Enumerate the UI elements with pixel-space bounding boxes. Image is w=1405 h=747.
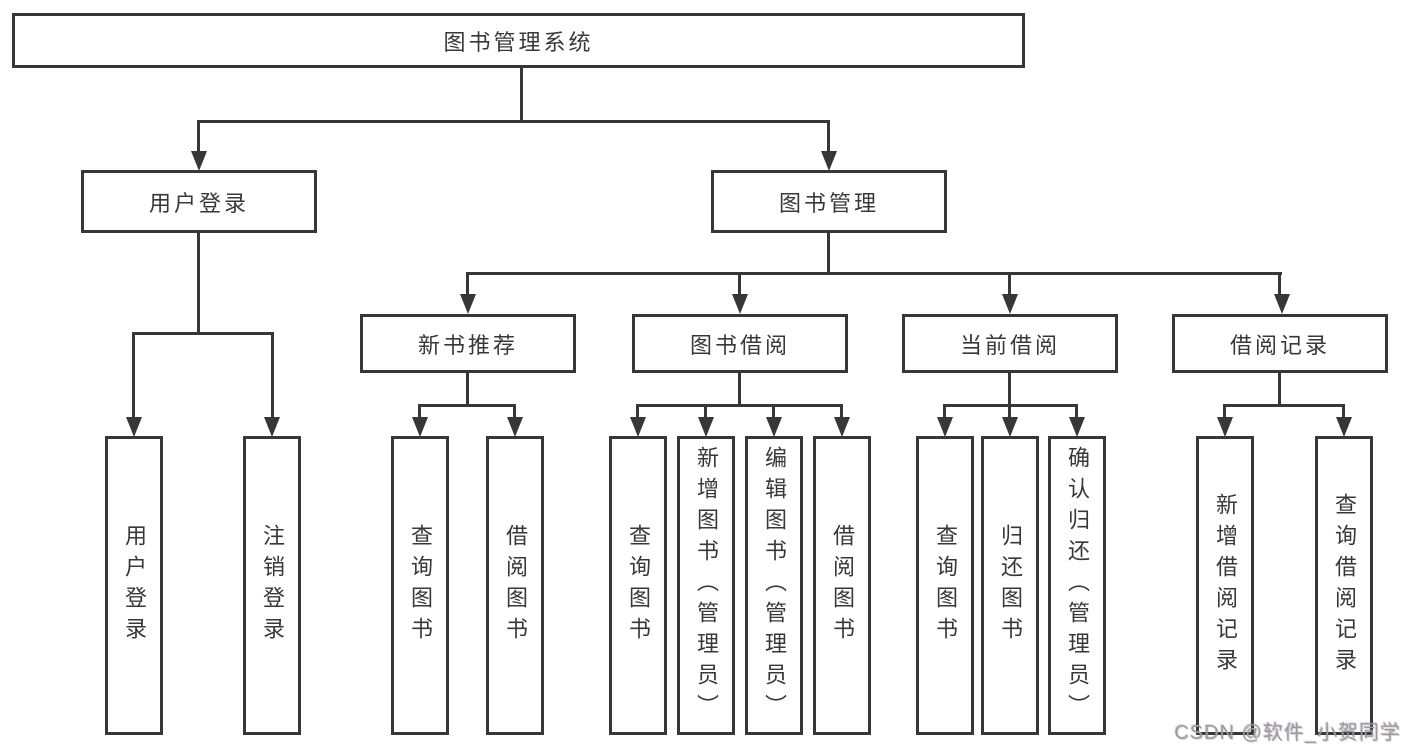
connector-drop (1342, 404, 1345, 419)
arrowhead-down-icon (630, 417, 646, 437)
node-library-system: 图书管理系统 (12, 13, 1025, 68)
connector-user-login-branch (132, 332, 274, 335)
leaf-query-books-recommend: 查询图书 (391, 436, 449, 735)
arrowhead-down-icon (732, 294, 748, 314)
arrowhead-down-icon (1336, 417, 1352, 437)
leaf-borrow-books-recommend: 借阅图书 (486, 436, 544, 735)
connector-drop (840, 404, 843, 419)
arrowhead-down-icon (264, 417, 280, 437)
leaf-query-books-current: 查询图书 (916, 436, 974, 735)
arrowhead-down-icon (1002, 417, 1018, 437)
arrowhead-down-icon (507, 417, 523, 437)
connector-stem (1008, 371, 1011, 406)
connector-drop (1008, 404, 1011, 419)
node-book-borrowing: 图书借阅 (632, 314, 848, 373)
connector-drop (132, 332, 135, 419)
leaf-borrow-books-borrowing: 借阅图书 (813, 436, 871, 735)
arrowhead-down-icon (766, 417, 782, 437)
connector-root-stem (520, 67, 523, 123)
arrowhead-down-icon (698, 417, 714, 437)
connector-drop (1223, 404, 1226, 419)
arrowhead-down-icon (1217, 417, 1233, 437)
leaf-logout: 注销登录 (243, 436, 301, 735)
connector-branch (418, 404, 516, 407)
arrowhead-down-icon (834, 417, 850, 437)
node-user-login-branch: 用户登录 (81, 170, 317, 233)
connector-drop (943, 404, 946, 419)
connector-drop (513, 404, 516, 419)
leaf-add-borrow-record: 新增借阅记录 (1196, 436, 1254, 735)
connector-drop (738, 272, 741, 297)
arrowhead-down-icon (821, 151, 837, 171)
connector-drop (1278, 272, 1281, 297)
leaf-confirm-return-admin: 确认归还（管理员） (1048, 436, 1106, 735)
connector-root-branch (197, 120, 830, 123)
connector-drop (466, 272, 469, 297)
connector-user-login-stem (197, 232, 200, 335)
arrowhead-down-icon (412, 417, 428, 437)
arrowhead-down-icon (1274, 294, 1290, 314)
node-new-book-recommendation: 新书推荐 (360, 314, 576, 373)
connector-drop (1008, 272, 1011, 297)
node-current-borrowing: 当前借阅 (902, 314, 1118, 373)
leaf-query-books-borrowing: 查询图书 (609, 436, 667, 735)
arrowhead-down-icon (937, 417, 953, 437)
connector-drop (418, 404, 421, 419)
leaf-edit-books-admin: 编辑图书（管理员） (745, 436, 803, 735)
connector-drop (197, 120, 200, 153)
arrowhead-down-icon (1069, 417, 1085, 437)
leaf-query-borrow-record: 查询借阅记录 (1315, 436, 1373, 735)
connector-stem (1278, 371, 1281, 406)
connector-stem (738, 371, 741, 406)
leaf-return-books: 归还图书 (981, 436, 1039, 735)
node-borrowing-records: 借阅记录 (1172, 314, 1388, 373)
connector-branch (636, 404, 843, 407)
node-book-management-branch: 图书管理 (711, 170, 947, 233)
arrowhead-down-icon (126, 417, 142, 437)
connector-book-mgmt-branch (466, 272, 1282, 275)
connector-drop (827, 120, 830, 153)
connector-drop (271, 332, 274, 419)
connector-stem (466, 371, 469, 406)
leaf-user-login: 用户登录 (105, 436, 163, 735)
csdn-watermark: CSDN @软件_小贺同学 (1174, 722, 1401, 744)
arrowhead-down-icon (1002, 294, 1018, 314)
arrowhead-down-icon (460, 294, 476, 314)
connector-drop (772, 404, 775, 419)
connector-drop (636, 404, 639, 419)
connector-branch (1223, 404, 1345, 407)
leaf-add-books-admin: 新增图书（管理员） (677, 436, 735, 735)
connector-book-mgmt-stem (827, 232, 830, 274)
connector-drop (1075, 404, 1078, 419)
arrowhead-down-icon (191, 151, 207, 171)
connector-drop (704, 404, 707, 419)
